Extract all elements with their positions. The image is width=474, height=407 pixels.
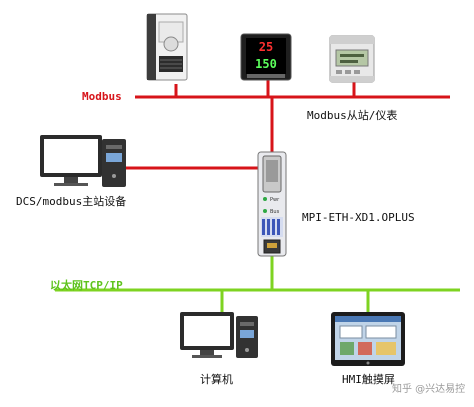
office-computer-icon	[180, 312, 258, 358]
dcs-master-label: DCS/modbus主站设备	[16, 195, 127, 208]
vfd-icon	[146, 13, 188, 81]
temperature-controller-icon: 25 150	[240, 33, 292, 81]
ethernet-bus-label: 以太网TCP/IP	[50, 279, 123, 292]
watermark-text: 知乎 @兴达易控	[392, 384, 466, 395]
hmi-label: HMI触摸屏	[342, 373, 395, 386]
hmi-touchscreen-icon	[331, 312, 405, 366]
power-meter-icon	[329, 35, 375, 83]
gateway-module-icon: Pwr Bus	[257, 151, 287, 257]
modbus-bus-label: Modbus	[82, 90, 122, 103]
gateway-led-pwr: Pwr	[270, 197, 280, 203]
dcs-computer-icon	[40, 135, 126, 187]
controller-display-bottom: 150	[255, 57, 277, 71]
gateway-model-label: MPI-ETH-XD1.OPLUS	[302, 211, 415, 224]
modbus-network-lines	[124, 80, 450, 170]
modbus-slave-label: Modbus从站/仪表	[307, 109, 398, 122]
computer-label: 计算机	[200, 373, 233, 386]
controller-display-top: 25	[259, 40, 273, 54]
gateway-led-bus: Bus	[270, 209, 280, 215]
